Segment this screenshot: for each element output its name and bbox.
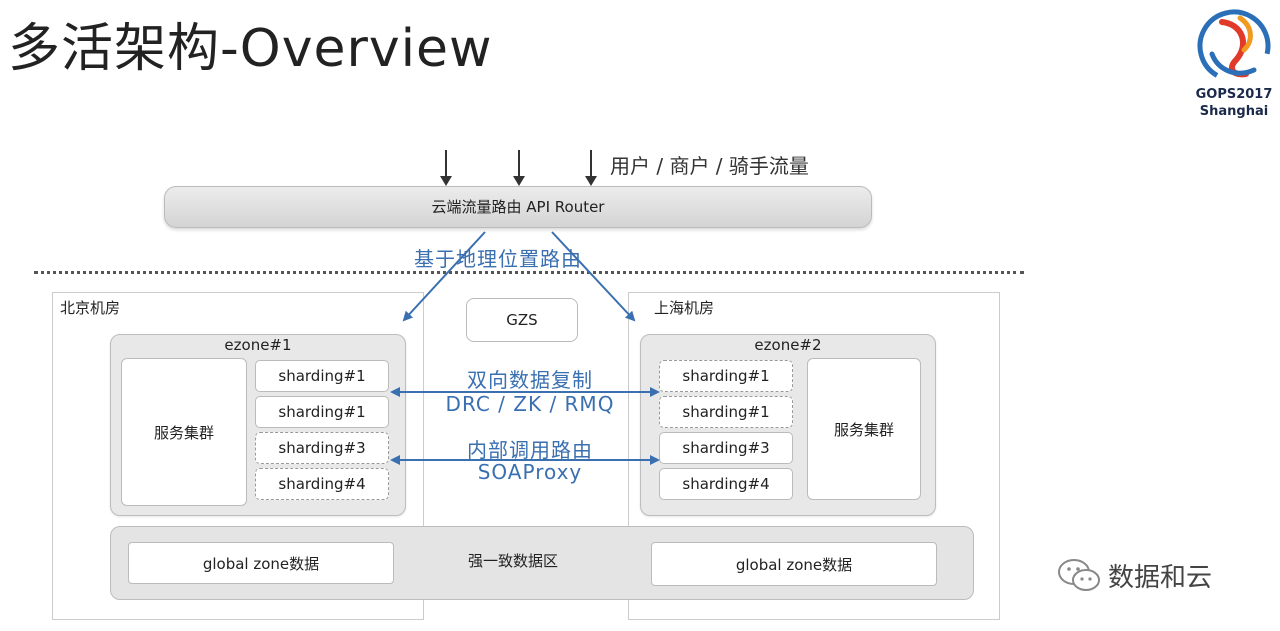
api-router: 云端流量路由 API Router — [164, 186, 872, 228]
traffic-label: 用户 / 商户 / 骑手流量 — [610, 154, 809, 178]
watermark: 数据和云 — [1056, 556, 1212, 594]
internal-call-tech-label: SOAProxy — [477, 460, 583, 484]
arrow-down-icon — [440, 150, 452, 186]
gops-logo: GOPS2017 Shanghai — [1192, 4, 1276, 124]
replication-tech-label: DRC / ZK / RMQ — [445, 392, 615, 416]
shard-beijing-1: sharding#1 — [255, 360, 389, 392]
watermark-text: 数据和云 — [1108, 562, 1213, 593]
shard-shanghai-1: sharding#1 — [659, 360, 793, 392]
page-title: 多活架构-Overview — [8, 19, 493, 79]
strong-consistency-label: 强一致数据区 — [468, 552, 559, 570]
shard-beijing-3: sharding#3 — [255, 432, 389, 464]
arrow-down-icon — [513, 150, 525, 186]
replication-label: 双向数据复制 — [467, 368, 593, 392]
api-router-label: 云端流量路由 API Router — [431, 198, 605, 216]
arrow-down-icon — [585, 150, 597, 186]
logo-line1: GOPS2017 — [1195, 87, 1273, 102]
gops-logo-icon — [1197, 9, 1271, 83]
gzs-box: GZS — [466, 298, 578, 342]
logo-line2: Shanghai — [1199, 104, 1269, 119]
shard-shanghai-2: sharding#1 — [659, 396, 793, 428]
global-zone-data-left: global zone数据 — [128, 542, 394, 584]
shanghai-room-label: 上海机房 — [654, 299, 715, 317]
ezone-2-label: ezone#2 — [754, 336, 822, 354]
divider-dotted-line — [34, 271, 1024, 274]
service-cluster-shanghai: 服务集群 — [807, 358, 921, 500]
wechat-icon — [1058, 559, 1100, 591]
shard-beijing-2: sharding#1 — [255, 396, 389, 428]
service-cluster-beijing: 服务集群 — [121, 358, 247, 506]
global-zone-data-right: global zone数据 — [651, 542, 937, 586]
shard-beijing-4: sharding#4 — [255, 468, 389, 500]
shard-shanghai-3: sharding#3 — [659, 432, 793, 464]
internal-call-label: 内部调用路由 — [467, 438, 593, 462]
beijing-room-label: 北京机房 — [60, 299, 121, 317]
geo-routing-label: 基于地理位置路由 — [414, 247, 582, 271]
shard-shanghai-4: sharding#4 — [659, 468, 793, 500]
ezone-1-label: ezone#1 — [224, 336, 292, 354]
